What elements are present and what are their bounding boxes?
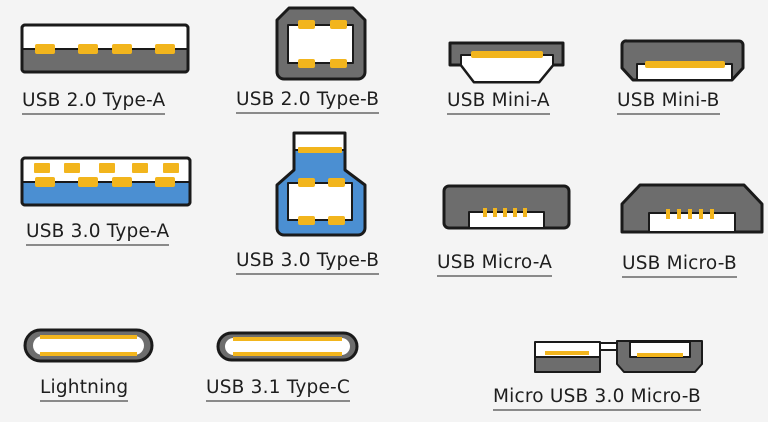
label-usb20b: USB 2.0 Type-B [236,89,380,114]
label-micro30b: Micro USB 3.0 Micro-B [493,386,701,411]
label-minia: USB Mini-A [447,90,550,115]
label-minib: USB Mini-B [617,90,720,115]
minia-connector [448,41,565,84]
label-microa: USB Micro-A [437,252,553,277]
usb20a-connector [20,23,190,74]
usb30b-connector [275,131,367,237]
typec-connector [216,331,359,362]
label-lightning: Lightning [40,377,129,402]
label-typec: USB 3.1 Type-C [206,377,351,402]
usb20b-connector [275,6,367,81]
label-usb30b: USB 3.0 Type-B [236,250,380,275]
microb-connector [620,183,764,234]
label-usb20a: USB 2.0 Type-A [22,90,166,115]
lightning-connector [23,328,154,363]
label-usb30a: USB 3.0 Type-A [26,221,170,246]
microa-connector [442,184,571,230]
label-microb: USB Micro-B [622,253,737,278]
micro30b-connector [534,340,703,373]
usb30a-connector [20,156,192,207]
minib-connector [620,39,745,82]
